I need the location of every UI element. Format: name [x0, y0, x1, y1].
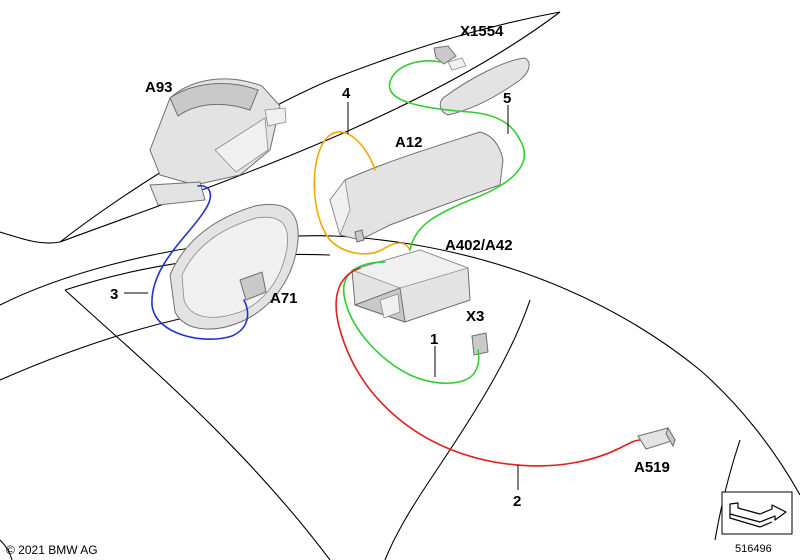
roof-line: [59, 11, 561, 243]
corner-line: [0, 539, 13, 560]
a93-hud-unit: [149, 78, 287, 206]
x3-connector: [471, 332, 489, 356]
a402-a42-control-unit: [350, 249, 471, 323]
label-x1554: X1554: [460, 23, 504, 40]
wire-5: [388, 60, 526, 251]
x1554-mirror-unit: [433, 45, 530, 116]
wire-4: [313, 131, 411, 255]
leader-lines: [124, 102, 519, 490]
console-line-far: [714, 439, 741, 541]
console-line-left: [64, 289, 331, 560]
a519-module: [637, 426, 676, 450]
label-a71: A71: [270, 290, 298, 307]
label-a519: A519: [634, 459, 670, 476]
label-wire-5: 5: [503, 90, 511, 107]
label-a402-a42: A402/A42: [445, 237, 513, 254]
wire-2: [335, 267, 641, 467]
wire-3: [151, 185, 249, 340]
dash-line: [0, 235, 800, 496]
label-a93: A93: [145, 79, 173, 96]
label-a12: A12: [395, 134, 423, 151]
a71-instrument-cluster: [169, 203, 299, 330]
fold-arrow-icon: [721, 491, 793, 535]
a12-panel: [329, 131, 504, 243]
copyright-text: © 2021 BMW AG: [6, 543, 98, 557]
label-x3: X3: [466, 308, 484, 325]
label-wire-4: 4: [342, 85, 351, 102]
wire-1: [342, 261, 480, 385]
label-wire-1: 1: [430, 331, 438, 348]
console-line-right: [384, 299, 531, 560]
label-wire-2: 2: [513, 493, 521, 510]
image-number: 516496: [735, 543, 772, 555]
label-wire-3: 3: [110, 286, 118, 303]
